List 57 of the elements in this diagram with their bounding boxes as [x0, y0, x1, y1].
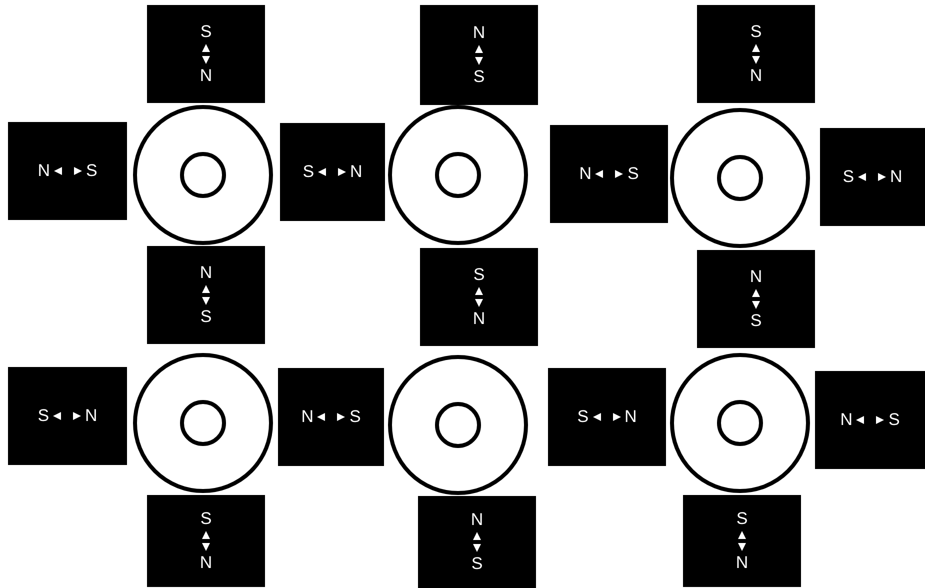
pole-label: N	[38, 162, 50, 180]
magnet-block	[8, 367, 127, 465]
ring	[133, 353, 273, 493]
pole-label: N	[470, 511, 484, 529]
magnet-block	[147, 5, 265, 103]
magnet-block	[420, 5, 538, 105]
pole-label: N	[350, 163, 362, 181]
magnet-block	[550, 125, 668, 223]
magnet-block	[548, 368, 666, 466]
pole-label: N	[85, 407, 98, 425]
pole-label: S	[577, 408, 589, 426]
pole-label: S	[888, 411, 900, 429]
ring	[670, 108, 810, 248]
pole-label: S	[200, 510, 212, 528]
pole-label: S	[473, 68, 485, 86]
pole-label: N	[301, 408, 314, 426]
pole-label: N	[750, 67, 762, 85]
pole-label: S	[302, 163, 314, 181]
magnet-block	[147, 246, 265, 344]
pole-label: S	[86, 162, 98, 180]
magnet-block	[278, 368, 384, 466]
pole-label: N	[472, 24, 486, 42]
pole-label: S	[750, 312, 762, 330]
pole-label: S	[471, 555, 483, 573]
pole-label: N	[579, 165, 592, 183]
pole-label: S	[736, 510, 748, 528]
pole-label: N	[840, 411, 852, 429]
ring	[133, 105, 273, 245]
pole-label: S	[473, 266, 485, 284]
magnet-block	[280, 123, 385, 221]
ring	[388, 105, 528, 245]
pole-label: N	[624, 408, 637, 426]
pole-label: N	[736, 554, 748, 572]
pole-label: N	[890, 168, 902, 186]
magnet-block	[815, 371, 925, 469]
pole-label: S	[349, 408, 361, 426]
pole-label: S	[750, 23, 762, 41]
magnet-block	[683, 495, 801, 587]
pole-label: N	[750, 268, 762, 286]
magnet-block	[820, 128, 925, 226]
magnet-block	[420, 248, 538, 346]
magnet-block	[697, 5, 815, 103]
pole-label: N	[200, 67, 212, 85]
pole-label: S	[200, 308, 212, 326]
ring	[388, 355, 528, 495]
magnet-block	[418, 496, 536, 588]
pole-label: S	[627, 165, 639, 183]
pole-label: S	[842, 168, 854, 186]
magnet-block	[147, 495, 265, 587]
pole-label: N	[472, 310, 486, 328]
pole-label: S	[200, 23, 212, 41]
pole-label: N	[200, 554, 212, 572]
pole-label: N	[200, 264, 212, 282]
pole-label: S	[38, 407, 50, 425]
ring	[670, 353, 810, 493]
magnet-block	[8, 122, 127, 220]
magnet-block	[697, 250, 815, 348]
